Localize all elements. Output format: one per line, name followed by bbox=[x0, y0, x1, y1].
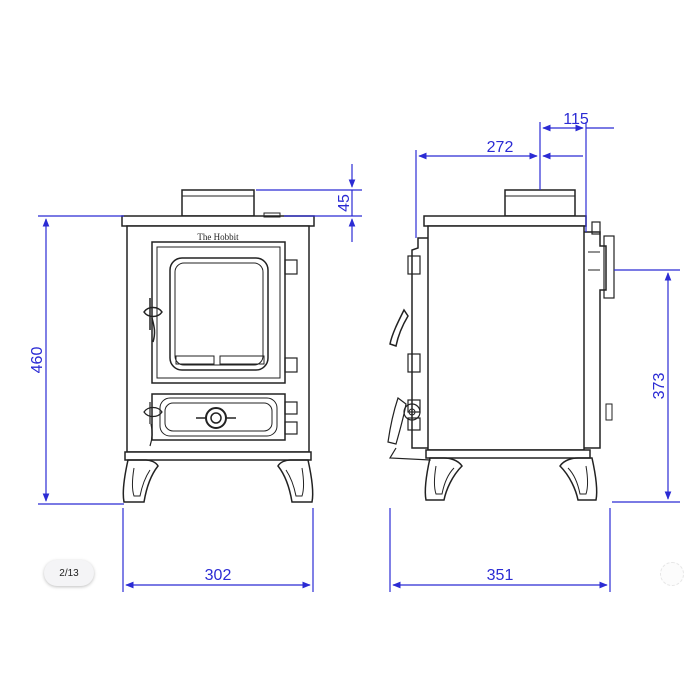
front-door-frame bbox=[151, 241, 286, 384]
side-base bbox=[425, 449, 591, 459]
front-flue-collar bbox=[181, 189, 255, 217]
front-leg-right bbox=[277, 459, 314, 503]
front-view: The Hobbit bbox=[121, 189, 315, 503]
side-body bbox=[427, 225, 585, 451]
dim-label-flue-front: 272 bbox=[487, 139, 514, 156]
front-leg-left bbox=[122, 459, 159, 503]
front-base bbox=[124, 451, 312, 461]
dim-label-height: 460 bbox=[29, 347, 46, 374]
dim-label-depth: 351 bbox=[487, 567, 514, 584]
page-indicator: 2/13 bbox=[44, 560, 94, 586]
front-door-glass bbox=[169, 257, 269, 371]
side-view bbox=[387, 189, 615, 501]
carousel-next-button[interactable] bbox=[660, 562, 684, 586]
side-top-plate bbox=[423, 215, 587, 227]
side-rear-flue bbox=[584, 231, 607, 449]
side-door-handle bbox=[389, 308, 409, 347]
dimension-lines bbox=[38, 122, 680, 592]
dim-label-flue-collar: 45 bbox=[336, 194, 353, 212]
side-leg-right bbox=[559, 457, 598, 501]
dim-label-flue-height: 373 bbox=[651, 373, 668, 400]
front-brand-text: The Hobbit bbox=[197, 232, 239, 242]
side-leg-left bbox=[424, 457, 463, 501]
dim-label-flue-back: 115 bbox=[563, 111, 589, 128]
front-top-plate bbox=[121, 215, 315, 227]
front-door-handle bbox=[143, 298, 163, 330]
dim-label-width: 302 bbox=[205, 567, 232, 584]
side-door-profile bbox=[411, 237, 428, 449]
side-flue-collar bbox=[504, 189, 576, 217]
